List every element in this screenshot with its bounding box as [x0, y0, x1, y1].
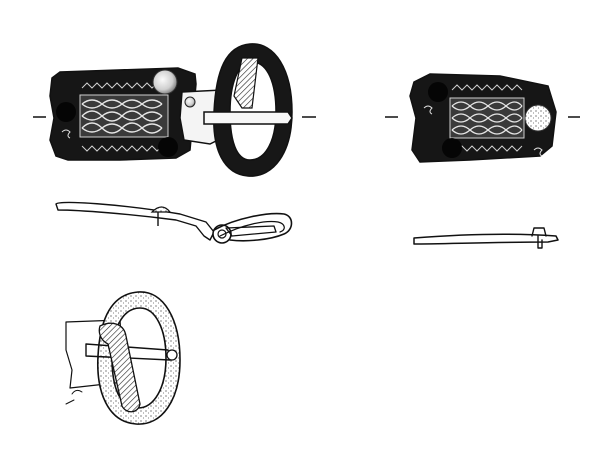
- interlace-panel: [79, 94, 169, 138]
- plate-profile: [413, 233, 559, 245]
- tongue-profile: [225, 225, 277, 237]
- scroll-mark: [423, 105, 433, 115]
- rivet: [428, 82, 448, 102]
- plate-profile: [55, 201, 215, 241]
- zigzag-border-bottom: [81, 145, 163, 152]
- buckle-side-profile: [55, 201, 293, 244]
- scroll-mark: [61, 129, 71, 139]
- rivet: [56, 102, 76, 122]
- pin-bar: [203, 111, 293, 125]
- plate-front-view: [385, 73, 580, 163]
- zigzag-border-bottom: [451, 145, 523, 152]
- interlace-panel: [449, 97, 525, 139]
- rivet-profile: [531, 227, 547, 249]
- zigzag-border-top: [81, 82, 163, 89]
- pin-end: [166, 349, 178, 361]
- buckle-tongue: [233, 57, 259, 109]
- zigzag-border-top: [451, 84, 523, 91]
- rivet: [152, 69, 178, 95]
- rivet: [524, 104, 552, 132]
- loop-profile: [213, 212, 293, 242]
- interlace-pattern: [451, 101, 523, 135]
- rivet-profile: [150, 206, 172, 213]
- buckle-oblique-view: [65, 291, 181, 425]
- interlace-pattern: [81, 99, 163, 134]
- buckle-loop: [213, 43, 293, 177]
- rivet: [442, 138, 462, 158]
- buckle-tongue: [98, 322, 141, 413]
- pin-rivet: [184, 96, 196, 108]
- plate-side-profile: [413, 227, 559, 249]
- plate-edge-marks: [65, 389, 83, 405]
- buckle-front-view: [33, 43, 316, 177]
- scroll-mark: [533, 147, 543, 157]
- rivet: [158, 137, 178, 157]
